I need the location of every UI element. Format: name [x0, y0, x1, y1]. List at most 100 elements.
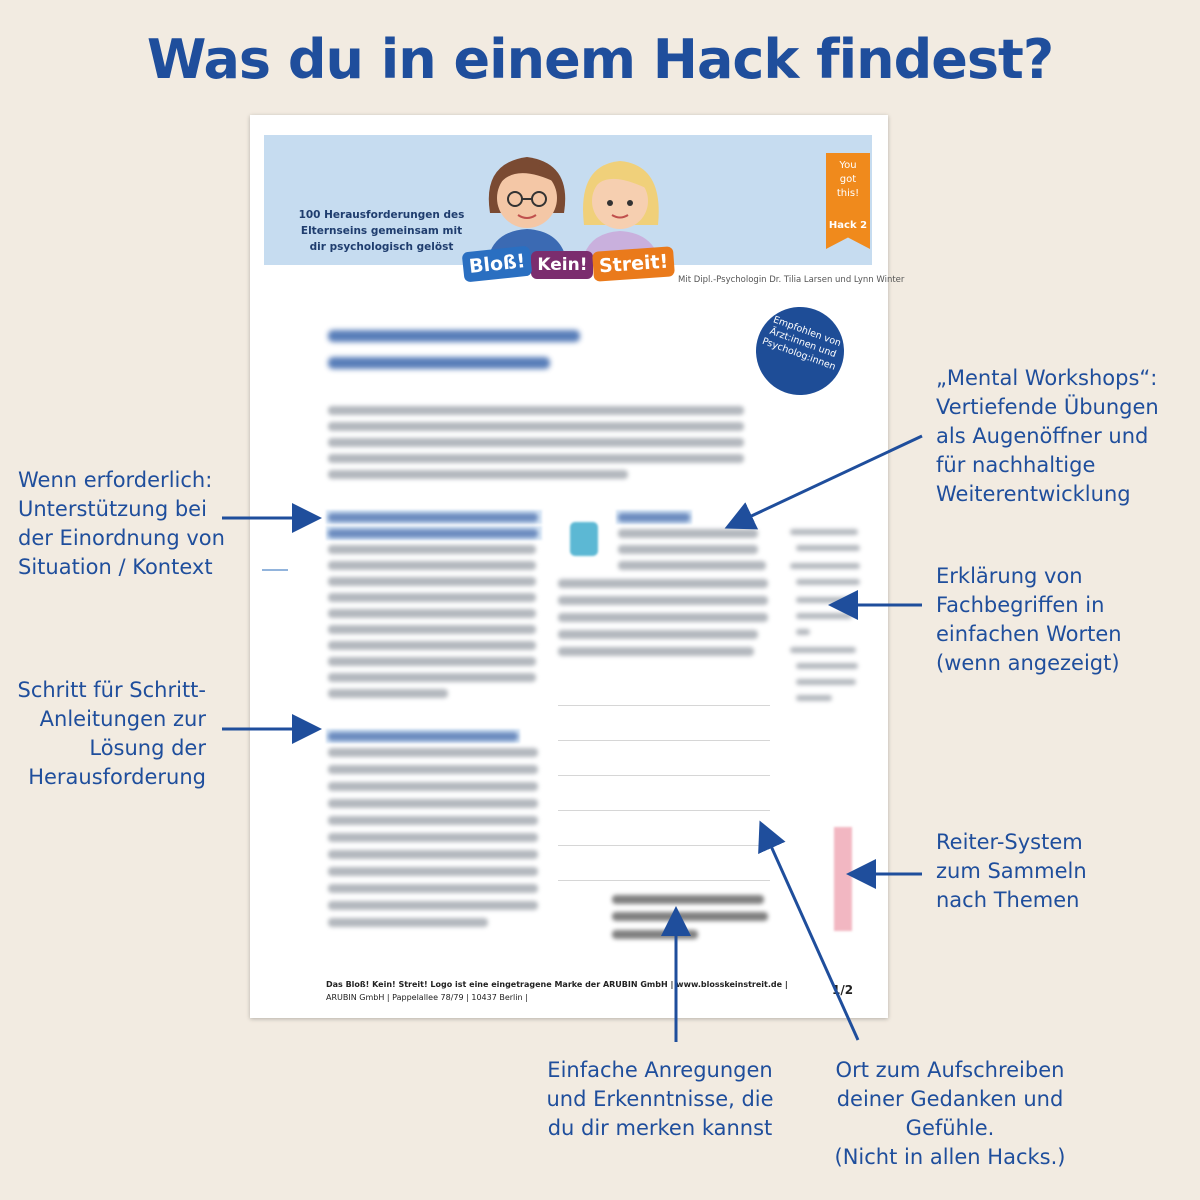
blurred-text	[328, 884, 538, 893]
blurred-text	[790, 529, 858, 535]
ribbon-slogan: You got this!	[826, 159, 870, 201]
worksheet-preview: 100 Herausforderungen des Elternseins ge…	[250, 115, 904, 1018]
blurred-text	[328, 901, 538, 910]
blurred-text	[558, 596, 768, 605]
blurred-text	[328, 513, 538, 522]
annotation-line: Fachbegriffen in	[936, 593, 1105, 617]
blurred-text	[328, 470, 628, 479]
footer-trademark: Das Bloß! Kein! Streit! Logo ist eine ei…	[326, 980, 788, 989]
authors-line: Mit Dipl.-Psychologin Dr. Tilia Larsen u…	[678, 275, 905, 285]
document-footer: Das Bloß! Kein! Streit! Logo ist eine ei…	[326, 978, 788, 1004]
blurred-text	[328, 850, 538, 859]
blurred-text	[558, 613, 768, 622]
blurred-text	[618, 545, 758, 554]
blurred-text	[328, 529, 538, 538]
annotation-line: als Augenöffner und	[936, 424, 1149, 448]
blurred-text	[328, 545, 536, 554]
writing-line	[558, 880, 770, 881]
blurred-text	[328, 673, 536, 682]
writing-line	[558, 775, 770, 776]
blurred-text	[790, 563, 860, 569]
annotation-line: Herausforderung	[28, 765, 206, 789]
blurred-headline	[328, 357, 550, 369]
blurred-text	[612, 895, 764, 904]
workshop-icon	[570, 522, 598, 556]
writing-line	[558, 705, 770, 706]
blurred-text	[618, 513, 690, 522]
tagline: 100 Herausforderungen des Elternseins ge…	[294, 207, 469, 255]
blurred-text	[328, 657, 536, 666]
annotation-line: Wenn erforderlich:	[18, 468, 213, 492]
blurred-text	[328, 867, 538, 876]
blurred-text	[328, 593, 536, 602]
writing-line	[558, 740, 770, 741]
page-title: Was du in einem Hack findest?	[146, 28, 1054, 91]
blurred-text	[328, 732, 518, 741]
blurred-text	[328, 833, 538, 842]
tagline-line: 100 Herausforderungen des	[298, 209, 465, 221]
blurred-text	[328, 422, 744, 431]
blurred-text	[328, 641, 536, 650]
blurred-text	[328, 625, 536, 634]
blurred-text	[618, 529, 758, 538]
blurred-text	[618, 561, 766, 570]
annotation-line: nach Themen	[936, 888, 1080, 912]
annotation-line: zum Sammeln	[936, 859, 1087, 883]
annotation-line: Unterstützung bei	[18, 497, 207, 521]
arrow-notes	[758, 820, 860, 1041]
ribbon-line: You	[839, 160, 857, 171]
topic-tab	[834, 827, 852, 931]
brand-logo: Bloß!Kein!Streit!	[461, 245, 676, 283]
annotation-line: Ort zum Aufschreiben	[835, 1058, 1065, 1082]
blurred-text	[328, 454, 744, 463]
annotation-context: Wenn erforderlich: Unterstützung bei der…	[18, 466, 225, 582]
blurred-text	[796, 679, 856, 685]
blurred-text	[328, 577, 536, 586]
blurred-text	[796, 629, 810, 635]
ribbon-line: this!	[836, 188, 860, 199]
arrow-workshops	[724, 434, 923, 530]
annotation-line: „Mental Workshops“:	[936, 366, 1158, 390]
tagline-line: Elternseins gemeinsam mit	[300, 225, 463, 237]
blurred-text	[328, 406, 744, 415]
blurred-text	[328, 438, 744, 447]
annotation-line: Anleitungen zur	[39, 707, 206, 731]
blurred-text	[796, 663, 858, 669]
annotation-line: der Einordnung von	[18, 526, 225, 550]
tagline-line: dir psychologisch gelöst	[309, 241, 454, 253]
annotation-steps: Schritt für Schritt- Anleitungen zur Lös…	[14, 676, 206, 792]
annotation-line: Reiter-System	[936, 830, 1083, 854]
blurred-text	[328, 748, 538, 757]
annotation-line: Lösung der	[89, 736, 206, 760]
logo-word: Kein!	[531, 251, 594, 279]
annotation-line: deiner Gedanken und	[836, 1087, 1064, 1111]
blurred-text	[796, 613, 852, 619]
footer-address: ARUBIN GmbH | Pappelallee 78/79 | 10437 …	[326, 993, 528, 1002]
blurred-text	[796, 579, 860, 585]
annotation-line: Erklärung von	[936, 564, 1083, 588]
hack-ribbon: You got this! Hack 2	[826, 153, 870, 249]
blurred-text	[328, 765, 538, 774]
annotation-tabs: Reiter-System zum Sammeln nach Themen	[936, 828, 1136, 915]
blurred-text	[796, 597, 856, 603]
blurred-text	[328, 782, 538, 791]
blurred-text	[790, 647, 856, 653]
blurred-text	[328, 799, 538, 808]
writing-line	[558, 845, 770, 846]
blurred-text	[796, 545, 860, 551]
blurred-text	[328, 609, 536, 618]
annotation-line: Situation / Kontext	[18, 555, 213, 579]
blurred-text	[328, 689, 448, 698]
blurred-text	[328, 816, 538, 825]
blurred-text	[558, 630, 758, 639]
blurred-text	[328, 918, 488, 927]
blurred-text	[558, 579, 768, 588]
annotation-line: (wenn angezeigt)	[936, 651, 1120, 675]
annotation-line: Vertiefende Übungen	[936, 395, 1159, 419]
annotation-line: Gefühle.	[905, 1116, 995, 1140]
blurred-text	[612, 930, 698, 939]
annotation-insights: Einfache Anregungen und Erkenntnisse, di…	[540, 1056, 780, 1143]
annotation-line: Schritt für Schritt-	[17, 678, 206, 702]
ribbon-line: got	[839, 174, 857, 185]
